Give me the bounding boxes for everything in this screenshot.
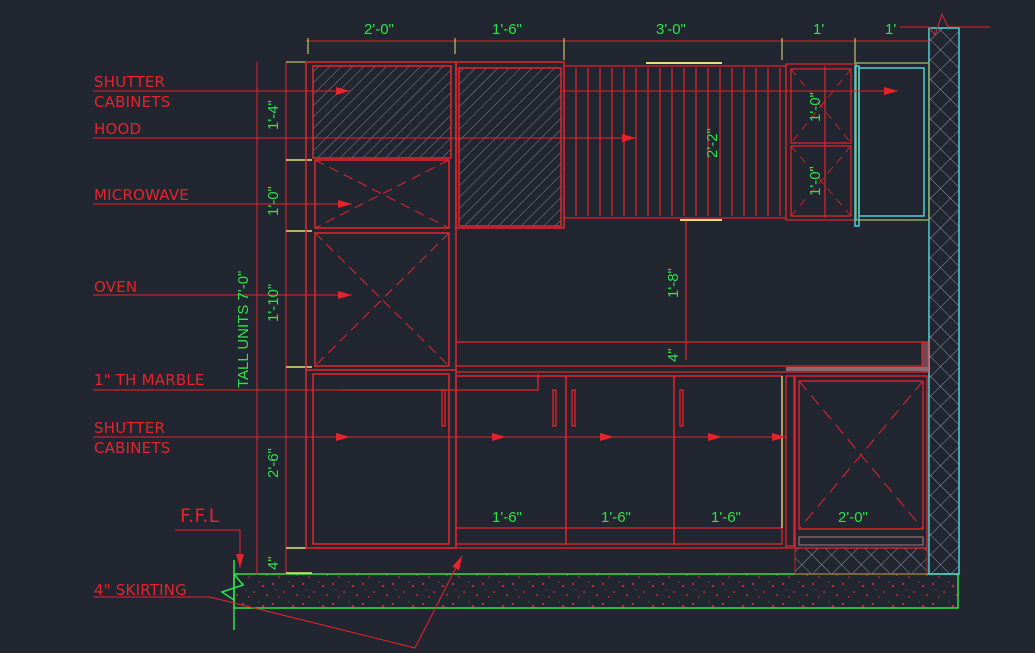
dim-top-3: 3'-0" (656, 21, 686, 38)
dim-counter: 4" (665, 348, 682, 362)
dim-top-4: 1' (813, 21, 825, 38)
dim-left-5: 4" (265, 556, 282, 570)
label-microwave: MICROWAVE (94, 186, 189, 204)
label-ffl: F.F.L (180, 505, 220, 527)
dim-left-3: 1'-10" (265, 283, 282, 322)
label-marble: 1" TH MARBLE (94, 371, 205, 389)
dim-base-2: 1'-6" (601, 509, 631, 526)
top-dimension-line (306, 38, 929, 64)
dim-side-upper-2: 1'-0" (807, 166, 824, 196)
dim-side-upper-1: 1'-0" (807, 92, 824, 122)
dim-left-4: 2'-6" (265, 448, 282, 478)
label-shutter-cabinets-bottom: SHUTTER (94, 419, 166, 437)
dim-left-1: 1'-4" (265, 100, 282, 130)
counter-backsplash (456, 341, 929, 373)
leader-lines (93, 87, 898, 649)
left-dimension-lines (256, 61, 312, 575)
dim-top-2: 1'-6" (492, 21, 522, 38)
hood (563, 62, 787, 360)
label-shutter-cabinets-bottom-2: CABINETS (94, 439, 171, 457)
label-hood: HOOD (94, 120, 142, 138)
dim-hood-height: 2'-2" (704, 128, 721, 158)
right-wall (900, 12, 990, 575)
upper-shutter-cabinet (455, 61, 565, 229)
dim-top-1: 2'-0" (364, 21, 394, 38)
dim-top-5: 1' (885, 21, 897, 38)
dim-backsplash: 1'-8" (665, 268, 682, 298)
label-shutter-cabinets-top-2: CABINETS (94, 93, 171, 111)
window-frame (854, 62, 930, 227)
dim-tall-units: TALL UNITS 7'-0" (235, 270, 252, 388)
label-skirting: 4" SKIRTING (94, 581, 187, 599)
side-upper-cabinets (785, 63, 857, 221)
tall-unit (305, 61, 457, 549)
label-shutter-cabinets-top: SHUTTER (94, 73, 166, 91)
dim-left-2: 1'-0" (265, 186, 282, 216)
label-oven: OVEN (94, 278, 138, 296)
floor-slab (220, 560, 959, 630)
base-cabinets (306, 374, 928, 575)
dim-base-4: 2'-0" (838, 509, 868, 526)
dim-base-3: 1'-6" (711, 509, 741, 526)
dim-base-1: 1'-6" (492, 509, 522, 526)
